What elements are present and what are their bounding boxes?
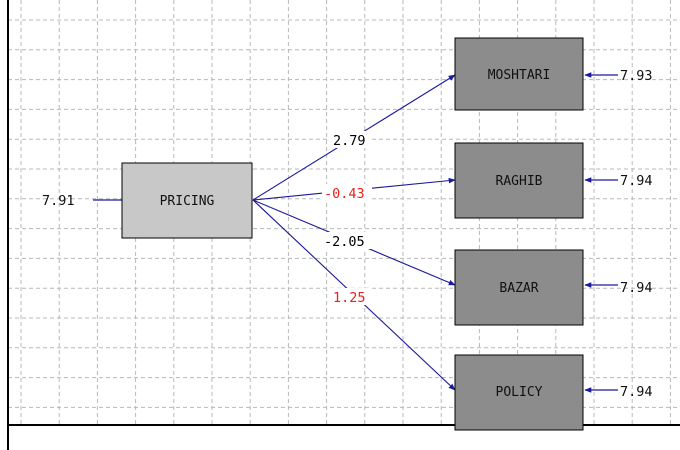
indicator-box	[454, 142, 584, 219]
path-coefficient-policy: 1.25	[333, 290, 366, 306]
indicator-label: BAZAR	[499, 281, 538, 296]
indicator-node-raghib[interactable]: RAGHIB	[454, 142, 584, 219]
indicator-label: RAGHIB	[496, 174, 543, 189]
latent-error-variance: 7.91	[42, 193, 75, 209]
indicator-box	[454, 37, 584, 111]
error-variance-policy: 7.94	[620, 384, 653, 400]
coef-bg-moshtari	[330, 131, 372, 148]
indicator-node-moshtari[interactable]: MOSHTARI	[454, 37, 584, 111]
path-coefficient-bazar: -2.05	[324, 234, 365, 250]
indicator-box	[454, 249, 584, 326]
path-coefficient-raghib: -0.43	[324, 186, 365, 202]
indicator-node-bazar[interactable]: BAZAR	[454, 249, 584, 326]
error-variance-bazar: 7.94	[620, 280, 653, 296]
error-variance-raghib: 7.94	[620, 173, 653, 189]
path-coefficient-moshtari: 2.79	[333, 133, 366, 149]
coef-bg-policy	[330, 288, 372, 305]
indicator-label: MOSHTARI	[488, 68, 551, 83]
indicator-label: POLICY	[496, 385, 543, 400]
indicator-node-policy[interactable]: POLICY	[454, 354, 584, 431]
latent-box	[121, 162, 253, 239]
error-variance-moshtari: 7.93	[620, 68, 653, 84]
coef-bg-raghib	[322, 184, 372, 201]
latent-label: PRICING	[160, 194, 215, 209]
latent-node-pricing[interactable]: PRICING	[121, 162, 253, 239]
indicator-box	[454, 354, 584, 431]
coef-bg-bazar	[322, 232, 380, 249]
